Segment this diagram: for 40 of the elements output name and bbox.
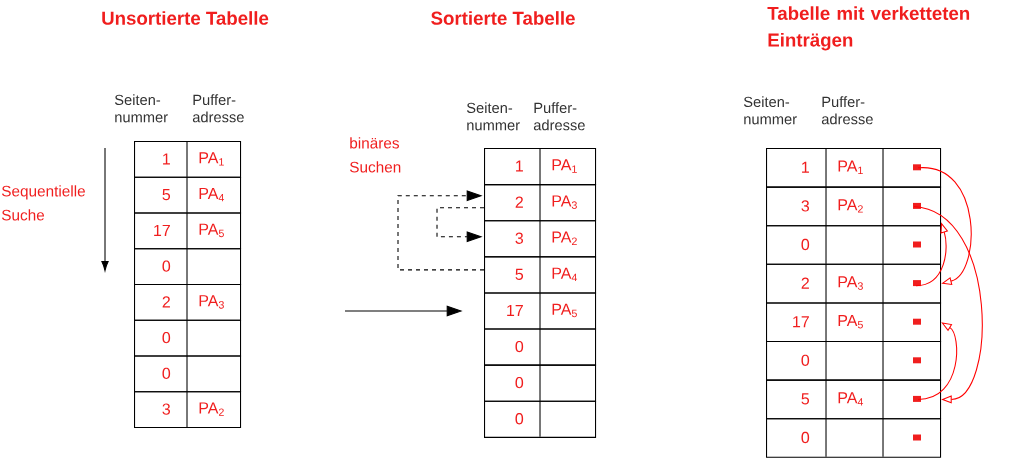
table-row: 0 (484, 400, 597, 438)
arrow (917, 322, 958, 400)
table-title: Unsortierte Tabelle (102, 11, 269, 25)
column-header: Seiten- nummer (743, 96, 797, 125)
table-row: 17 PA$_{5}$ (134, 211, 242, 250)
table-row: 17 PA$_{5}$ (766, 301, 942, 343)
column-header: Puffer- adresse (533, 102, 585, 131)
table-row: 0 (766, 417, 942, 458)
table-row: 5 PA$_{4}$ (134, 176, 242, 214)
column-header: Puffer- adresse (192, 94, 244, 123)
table-row: 0 (766, 224, 942, 265)
annotation-text: binäres Suchen (349, 137, 401, 173)
annotation-text: Sequentielle Suche (1, 185, 85, 221)
table-row: 0 (766, 340, 942, 381)
table-row: 17 PA$_{5}$ (484, 291, 597, 330)
table-row: 0 (134, 354, 242, 393)
arrow (913, 205, 983, 404)
table-row: 1 PA$_{1}$ (134, 140, 242, 178)
table-row: 1 PA$_{1}$ (766, 147, 942, 188)
table-row: 0 (134, 319, 242, 357)
table-row: 3 PA$_{2}$ (134, 390, 242, 429)
table-row: 2 PA$_{3}$ (134, 283, 242, 321)
table-row: 5 PA$_{4}$ (484, 255, 597, 294)
table-row: 0 (134, 247, 242, 286)
table-row: 2 PA$_{3}$ (484, 183, 597, 222)
table-row: 3 PA$_{2}$ (766, 186, 942, 227)
arrow (436, 207, 485, 243)
arrow (917, 167, 972, 286)
column-header: Seiten- nummer (114, 94, 168, 123)
table-row: 5 PA$_{4}$ (766, 379, 942, 420)
table-title: Sortierte Tabelle (431, 11, 575, 25)
arrow (397, 190, 485, 271)
column-header: Seiten- nummer (466, 102, 520, 131)
table-row: 1 PA$_{1}$ (484, 147, 597, 186)
table-row: 0 (484, 327, 597, 366)
table-row: 3 PA$_{2}$ (484, 219, 597, 258)
table-row: 2 PA$_{3}$ (766, 263, 942, 304)
column-header: Puffer- adresse (821, 96, 873, 125)
table-row: 0 (484, 364, 597, 402)
table-title: Tabelle mit verketteten Einträgen (767, 6, 970, 51)
